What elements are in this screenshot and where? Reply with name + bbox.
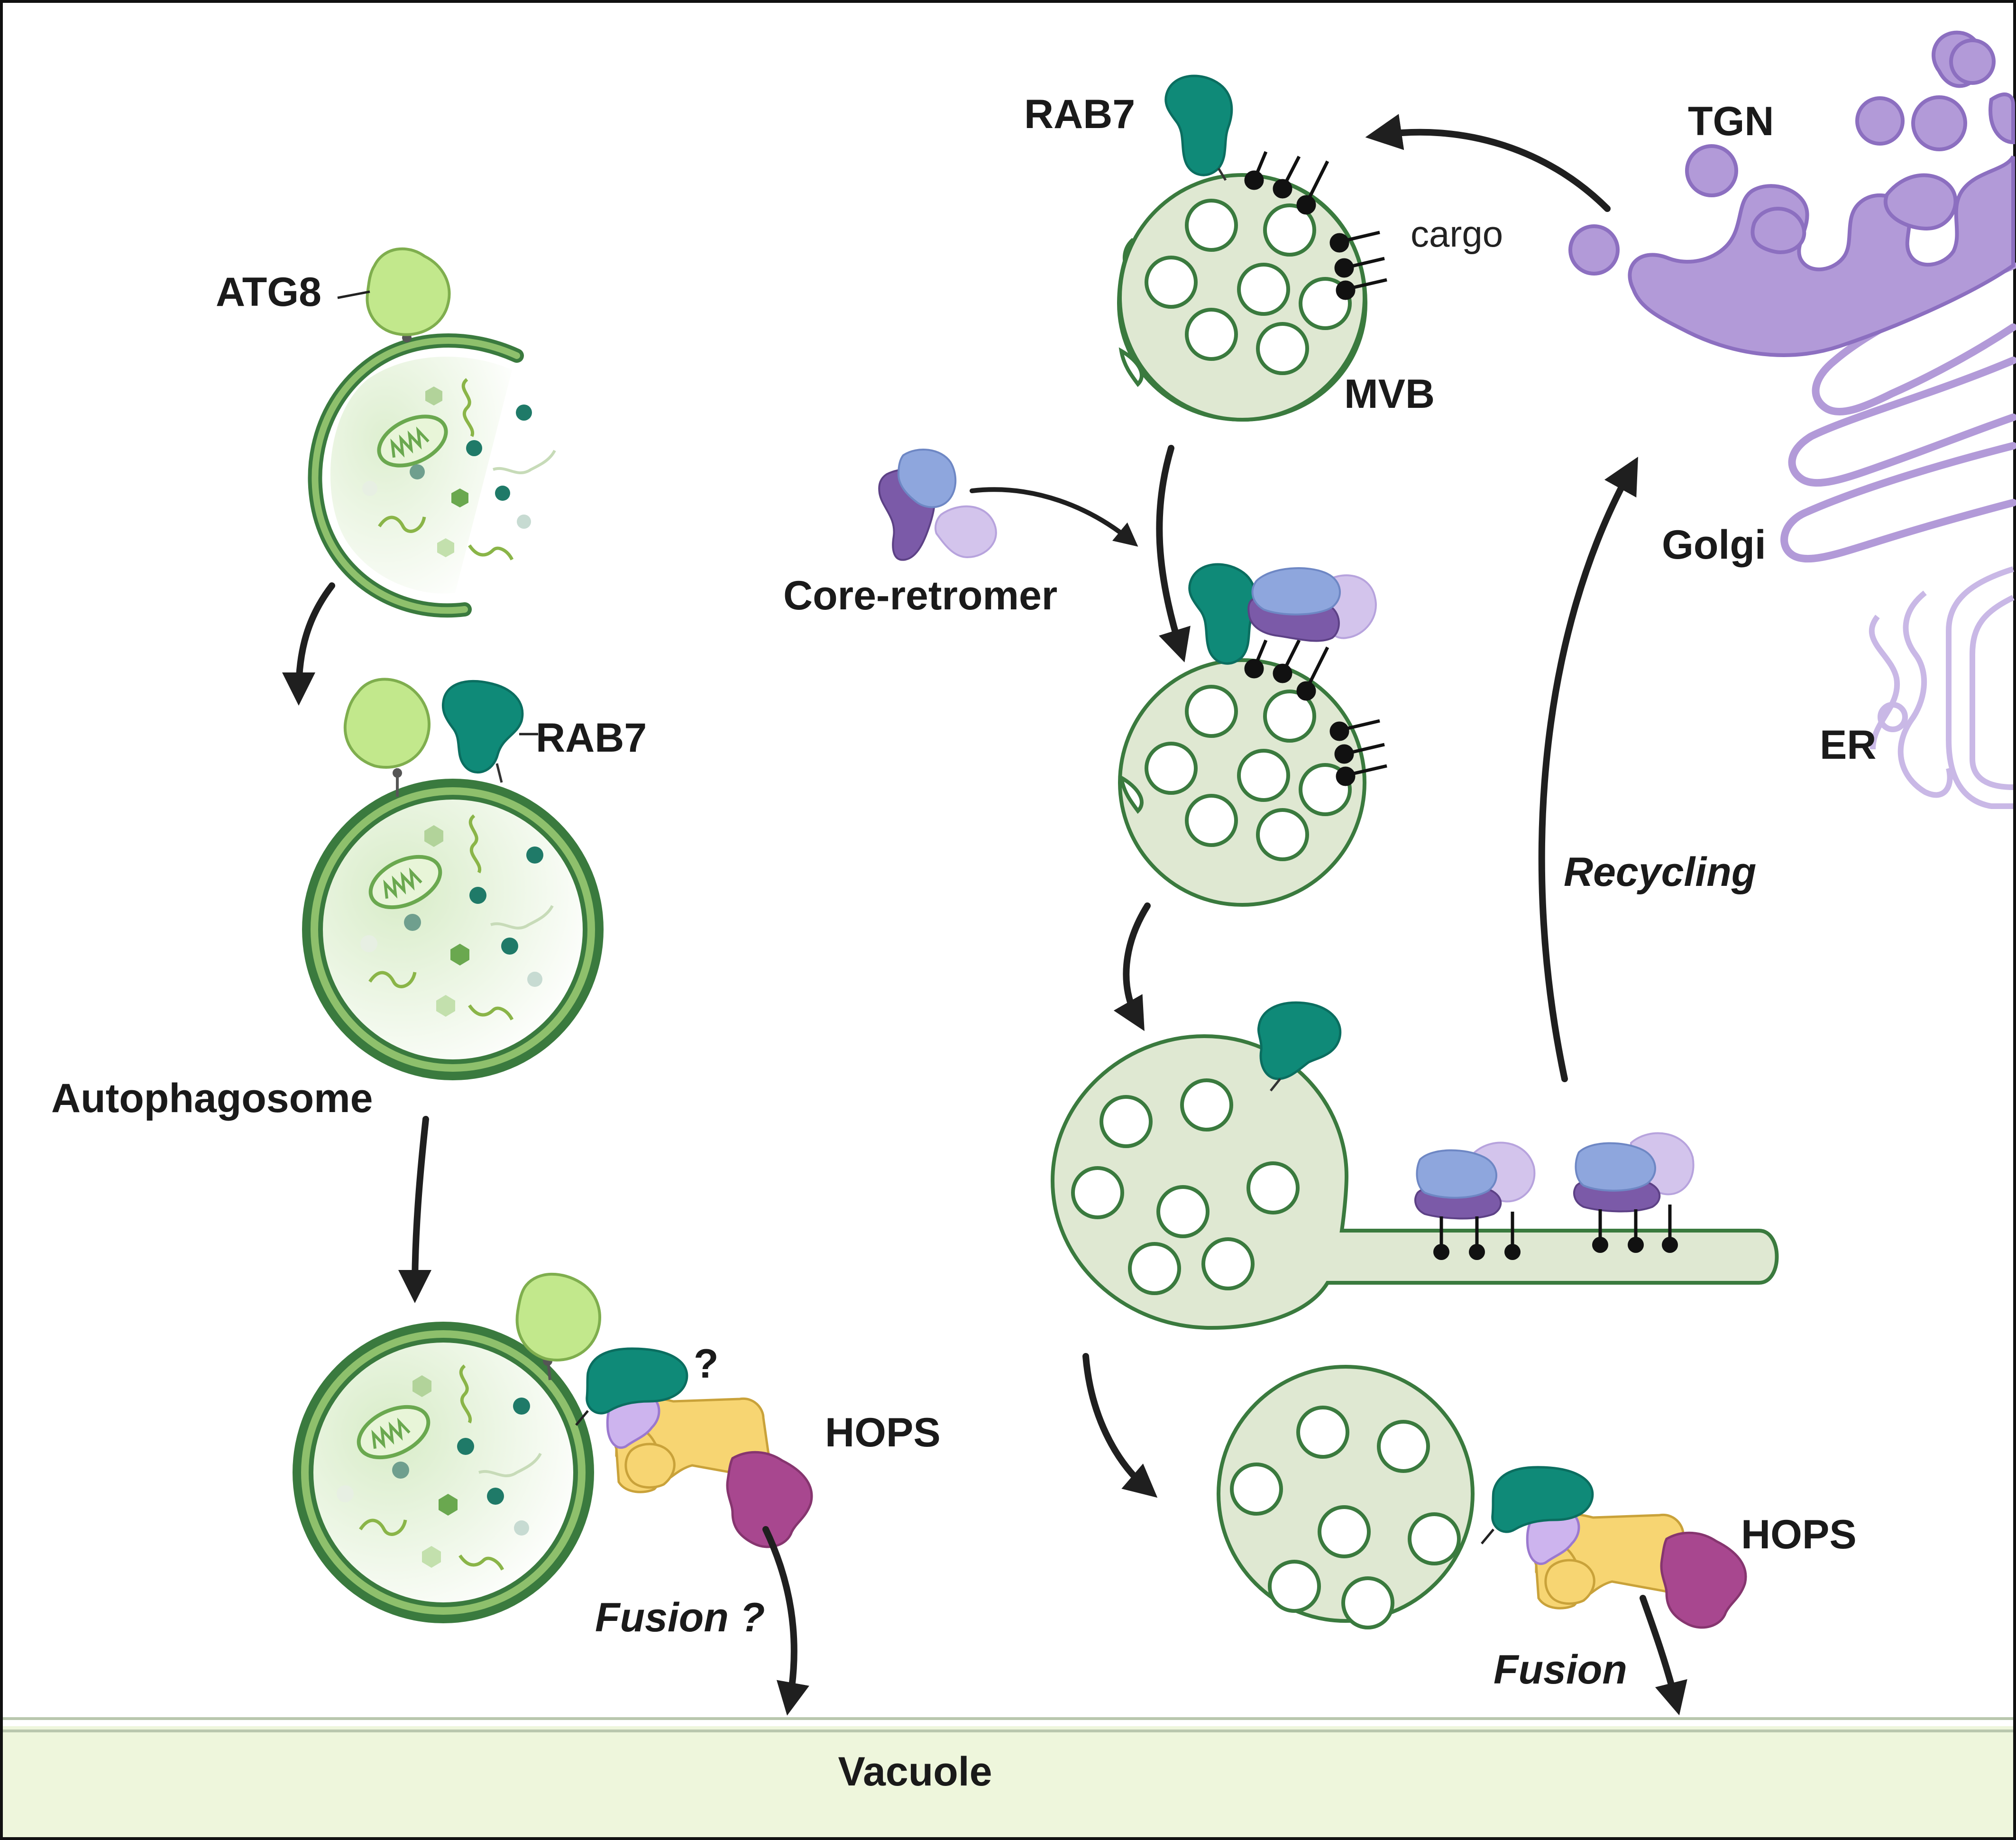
hops-left-label: HOPS: [825, 1410, 941, 1455]
rab7-protein-hops-left: [575, 1347, 688, 1426]
recycling-label: Recycling: [1564, 849, 1756, 895]
mvb-label: MVB: [1344, 371, 1435, 417]
arrow-recycling: [1538, 457, 1638, 1082]
atg8-protein-top: ATG8: [216, 247, 451, 342]
hops-complex-left: [606, 1390, 813, 1548]
mitochondrion: [377, 414, 448, 468]
arrow-tgn-to-mvb: [1365, 114, 1611, 212]
arrow-phagophore-to-autophagosome: [282, 582, 335, 706]
atg8-label: ATG8: [216, 269, 321, 315]
atg8-protein-hops: [515, 1272, 601, 1380]
autophagosome-label: Autophagosome: [51, 1076, 373, 1121]
vacuole: Vacuole: [3, 1717, 2013, 1837]
arrow-mvb-to-tubule: [1113, 902, 1151, 1031]
retromer-tubule-2: [1573, 1132, 1695, 1253]
mvb-top: RAB7 cargo MVB: [1024, 74, 1503, 422]
core-retromer-bound: [1247, 567, 1377, 642]
retromer-tubule-1: [1414, 1141, 1536, 1260]
core-retromer-free: [878, 449, 997, 561]
hops-complex-right: [1526, 1507, 1747, 1629]
tubulating-endosome: [1050, 1001, 1779, 1330]
arrow-fusion-question: [762, 1526, 809, 1716]
arrow-tubule-to-hops: [1082, 1353, 1158, 1498]
rab7-protein-autophagosome: [441, 680, 538, 783]
arrow-retromer-to-mvb: [970, 487, 1138, 547]
mitochondrion: [368, 855, 442, 910]
fusion-label: Fusion: [1494, 1647, 1627, 1693]
core-retromer-label: Core-retromer: [783, 573, 1057, 618]
rab7-protein-top: [1164, 74, 1233, 181]
mitochondrion: [357, 1405, 431, 1460]
hops-right-label: HOPS: [1741, 1512, 1857, 1557]
phagophore: [308, 333, 556, 618]
golgi-label: Golgi: [1662, 522, 1766, 568]
er-label: ER: [1820, 722, 1876, 768]
rab7-protein-hops-right: [1481, 1466, 1594, 1545]
cargo-label: cargo: [1411, 213, 1503, 255]
arrow-mvb-down: [1156, 445, 1191, 662]
rab7-protein-middle: [1188, 563, 1257, 665]
arrow-autophagosome-down: [398, 1116, 432, 1303]
arrow-fusion: [1640, 1595, 1687, 1716]
vacuole-label: Vacuole: [838, 1749, 992, 1794]
fusion-question-label: Fusion ?: [595, 1595, 765, 1640]
mvb-retromer: [1118, 563, 1387, 907]
rab7-top-label: RAB7: [1024, 92, 1135, 137]
cargo-receptors-middle: [1244, 639, 1387, 786]
cargo-receptors-top: [1244, 151, 1387, 300]
question-mark: ?: [694, 1341, 719, 1387]
rab7-autophagosome-label: RAB7: [536, 715, 647, 761]
rab7-protein-tubule: [1257, 1001, 1342, 1092]
autophagosome: RAB7: [302, 678, 647, 1080]
autophagosome-hops: ? HOPS: [293, 1272, 941, 1623]
tgn-label: TGN: [1688, 99, 1774, 144]
golgi-tgn-er: TGN Golgi ER: [1568, 30, 2016, 809]
mvb-hops: HOPS: [1217, 1365, 1857, 1629]
atg8-protein-autophagosome: [343, 678, 431, 797]
